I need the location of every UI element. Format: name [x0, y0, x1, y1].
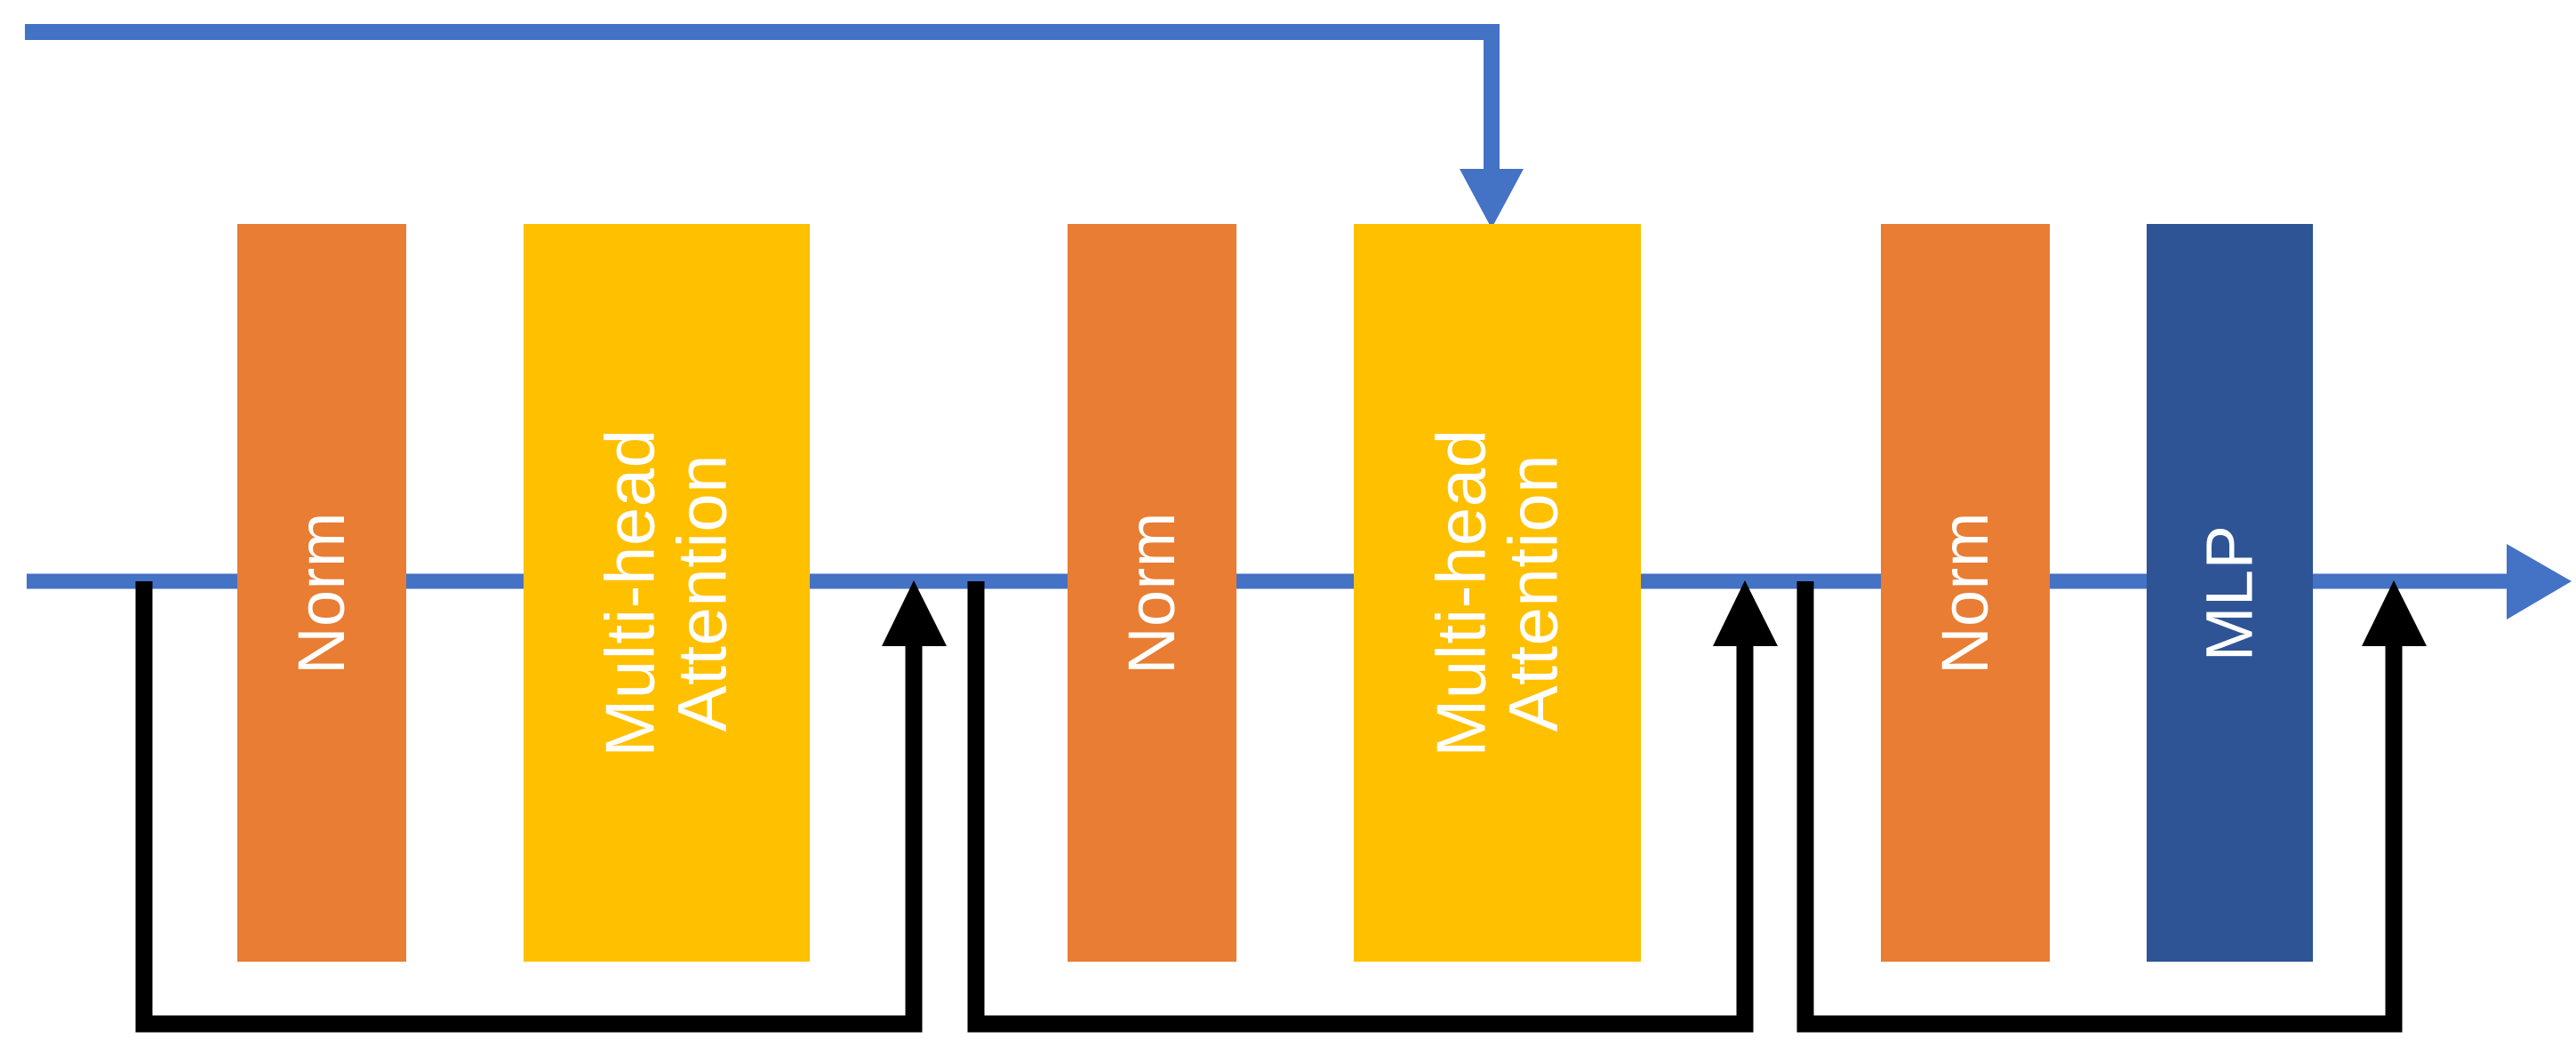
block-label: Norm: [1114, 511, 1188, 675]
skip-connection-2-path: [967, 580, 1778, 1033]
skip-connection-3-path: [1796, 580, 2427, 1033]
block-label: Multi-head Attention: [1421, 428, 1572, 757]
skip-connection-1-path: [135, 580, 947, 1033]
block-attention-2[interactable]: Multi-head Attention: [1354, 224, 1641, 962]
block-attention-1[interactable]: Multi-head Attention: [524, 224, 810, 962]
block-norm-3[interactable]: Norm: [1881, 224, 2050, 962]
block-norm-2[interactable]: Norm: [1068, 224, 1236, 962]
block-label: Norm: [284, 511, 358, 675]
block-label: Norm: [1927, 511, 2002, 675]
block-label: MLP: [2192, 524, 2267, 661]
block-label: Multi-head Attention: [590, 428, 741, 757]
residual-stream-path: [27, 544, 2572, 619]
cross-attention-input-path: [25, 24, 1524, 228]
block-norm-1[interactable]: Norm: [237, 224, 406, 962]
block-mlp[interactable]: MLP: [2147, 224, 2313, 962]
